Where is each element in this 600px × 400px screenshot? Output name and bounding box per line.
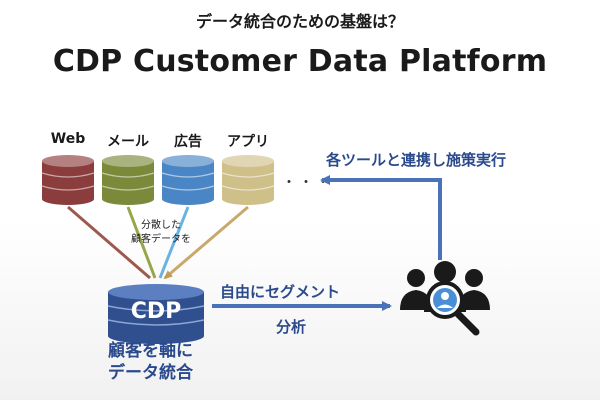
people-search-icon: [400, 261, 490, 336]
segment-label: 自由にセグメント: [220, 283, 341, 301]
cdp-database-icon: [107, 284, 205, 344]
ellipsis: ・・・: [282, 175, 333, 191]
cdp-caption-line-1: 顧客を軸に: [108, 341, 193, 361]
flow-line-ads: [158, 206, 190, 279]
cdp-caption-line-2: データ統合: [108, 363, 193, 383]
source-label-app: アプリ: [227, 134, 269, 150]
cdp-label: CDP: [131, 299, 182, 324]
distributed-label-line-2: 顧客データを: [131, 234, 191, 245]
database-icon-web: [41, 155, 95, 205]
flow-line-app: [163, 205, 249, 280]
distributed-label: 分散した 顧客データを: [116, 219, 206, 247]
feedback-arrow: [320, 175, 442, 260]
subtitle: データ統合のための基盤は？: [195, 12, 404, 31]
source-label-mail: メール: [107, 134, 149, 150]
source-label-web: Web: [50, 131, 86, 147]
database-icon-app: [221, 155, 275, 205]
feedback-label: 各ツールと連携し施策実行: [326, 151, 507, 169]
database-icon-mail: [101, 155, 155, 205]
flow-line-web: [67, 205, 151, 280]
page-title: CDP Customer Data Platform: [52, 44, 548, 79]
database-icon-ads: [161, 155, 215, 205]
cdp-caption: 顧客を軸に データ統合: [108, 340, 193, 384]
flow-line-mail: [126, 206, 157, 279]
distributed-label-line-1: 分散した: [141, 220, 181, 231]
source-label-ads: 広告: [174, 134, 202, 150]
analysis-label: 分析: [276, 318, 307, 336]
